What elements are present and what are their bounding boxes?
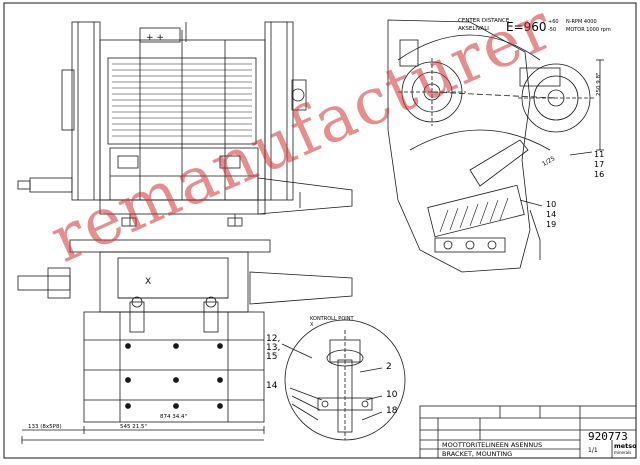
callout-11: 11	[594, 150, 605, 159]
sheet-number: 1/1	[588, 447, 598, 454]
dimension-1: 545 21.5"	[120, 424, 148, 430]
dimension-mm: 250 9.8"	[596, 72, 602, 96]
motor-note: N-RPM 4000	[566, 19, 597, 25]
center-distance-label-fi: AKSELIVALI	[458, 26, 489, 32]
title-fi: MOOTTORITELINEEN ASENNUS	[442, 441, 543, 449]
section-view	[387, 19, 604, 273]
callout-16: 16	[594, 170, 605, 179]
svg-text:X: X	[145, 277, 151, 287]
drawing-border	[3, 2, 637, 459]
side-view: X	[17, 239, 353, 444]
dimension-2: 874 34.4"	[160, 414, 188, 420]
center-distance-tol-lower: -50	[548, 27, 557, 33]
callout-13: 13,	[266, 343, 281, 353]
callout-14: 14	[266, 381, 278, 391]
callout-2: 2	[386, 362, 392, 372]
center-distance-label: CENTER DISTANCE	[458, 18, 510, 24]
callout-10b: 10	[546, 200, 557, 209]
title-block	[419, 405, 637, 459]
center-distance-value: E=960	[506, 20, 547, 34]
center-distance-tol-upper: +60	[548, 19, 559, 25]
title-en: BRACKET, MOUNTING	[442, 450, 513, 458]
brand-sub: minerals	[614, 450, 632, 455]
drawing-number: 920773	[588, 430, 628, 443]
detail-x	[281, 319, 406, 441]
callout-12: 12,	[266, 334, 281, 344]
control-point-label: KONTROLL POINT X	[310, 316, 354, 328]
dimension-angle: 1/25	[541, 155, 557, 168]
callout-17: 17	[594, 160, 605, 169]
top-view: + +	[17, 21, 353, 227]
callout-10: 10	[386, 390, 398, 400]
callout-19: 19	[546, 220, 557, 229]
brand-logo: metso	[614, 442, 637, 450]
motor-note-2: MOTOR 1000 rpm	[566, 27, 611, 33]
callout-18: 18	[386, 406, 398, 416]
dimension-3: 133 (8x5P8)	[28, 424, 62, 430]
svg-text:+ +: + +	[146, 33, 164, 43]
callout-14b: 14	[546, 210, 557, 219]
callout-15: 15	[266, 352, 278, 362]
